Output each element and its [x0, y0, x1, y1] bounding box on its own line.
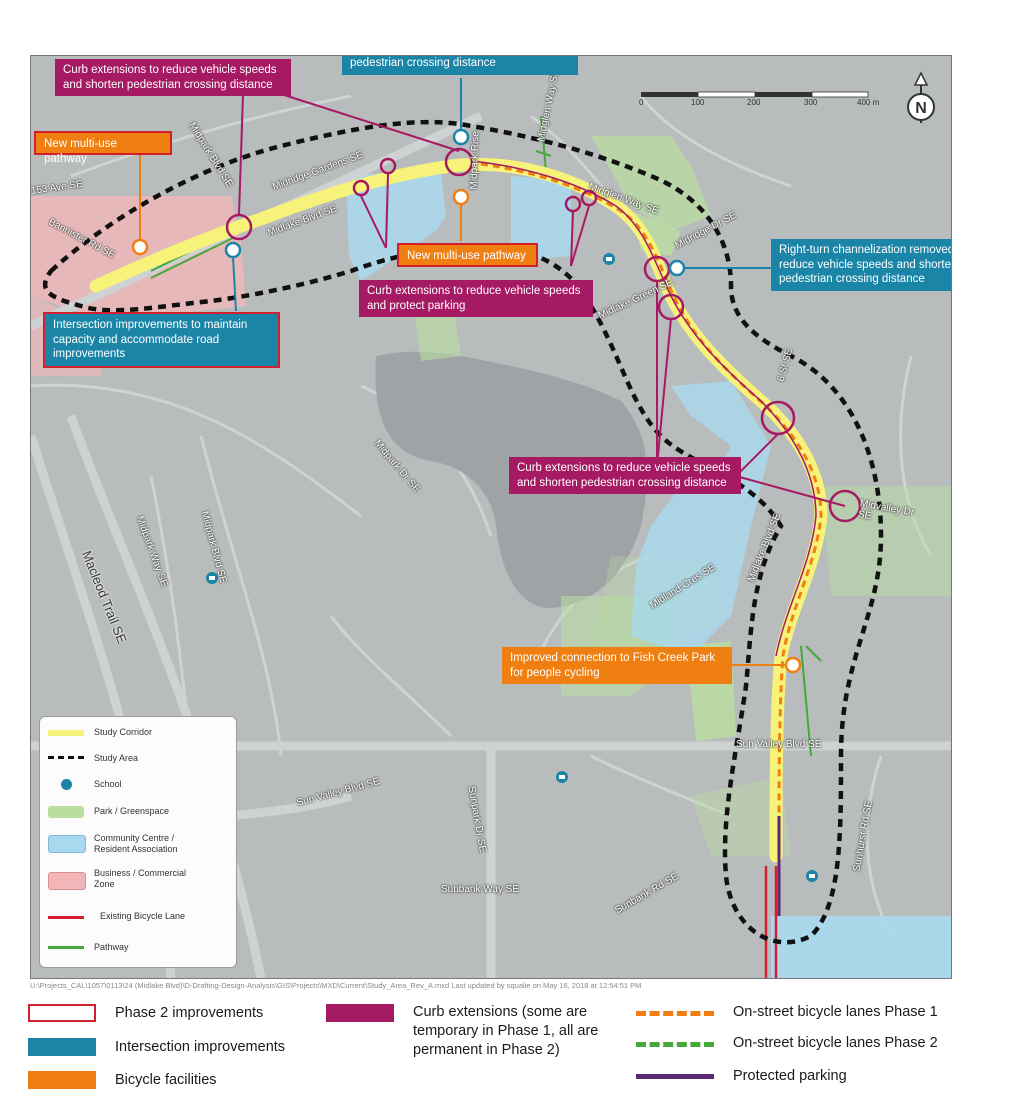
scale-tick: 100 [691, 98, 705, 107]
legend-swatch-curb [326, 1004, 394, 1022]
callout-right-turn-right: Right-turn channelization removed to red… [771, 239, 951, 291]
callout-curb-lower: Curb extensions to reduce vehicle speeds… [509, 457, 741, 494]
file-path-footnote: U:\Projects_CAL\1057\0113\24 (Midlake Bl… [30, 981, 642, 990]
street-label: Sunbank Way SE [441, 884, 520, 895]
scale-tick: 300 [804, 98, 818, 107]
school-icons [206, 253, 818, 882]
map-frame[interactable]: Midpark Blvd SE 153 Ave SE Bannister Rd … [30, 55, 952, 979]
legend-curb-label: Curb extensions (some are temporary in P… [413, 1004, 599, 1058]
legend-bike-p2-label: On-street bicycle lanes Phase 2 [733, 1035, 938, 1051]
legend-intersection-label: Intersection improvements [115, 1039, 286, 1055]
legend-bike-p1-label: On-street bicycle lanes Phase 1 [733, 1004, 938, 1020]
legend-swatch-protected [636, 1074, 714, 1079]
callout-multi-use-center: New multi-use pathway [397, 243, 538, 267]
legend-bicycle-label: Bicycle facilities [115, 1072, 217, 1088]
scale-tick: 0 [639, 98, 644, 107]
legend-swatch-phase2 [28, 1004, 96, 1022]
callout-fish-creek: Improved connection to Fish Creek Park f… [502, 647, 732, 684]
north-label: N [915, 100, 927, 117]
scale-tick: 200 [747, 98, 761, 107]
north-arrow-icon: N [901, 71, 941, 127]
callout-curb-parking: Curb extensions to reduce vehicle speeds… [359, 280, 593, 317]
legend-swatch-bike-p2 [636, 1042, 714, 1047]
legend-swatch-intersection [28, 1038, 96, 1056]
legend-swatch-bicycle [28, 1071, 96, 1089]
street-label: Midpark Rise [468, 130, 482, 190]
callout-intersection: Intersection improvements to maintain ca… [43, 312, 280, 368]
legend-protected-label: Protected parking [733, 1068, 847, 1084]
map-legend: Study Corridor Study Area School Park / … [39, 716, 237, 968]
scale-tick: 400 m [857, 98, 880, 107]
school-icon [61, 779, 72, 790]
scale-bar [641, 88, 871, 104]
callout-multi-use-left: New multi-use pathway [34, 131, 172, 165]
callout-curb-top: Curb extensions to reduce vehicle speeds… [55, 59, 291, 96]
street-label: Sun Valley Blvd SE [736, 739, 822, 750]
legend-phase2-label: Phase 2 improvements [115, 1005, 264, 1021]
legend-swatch-bike-p1 [636, 1011, 714, 1016]
callout-right-turn-top: Right-turn channelization removed to red… [342, 56, 578, 75]
